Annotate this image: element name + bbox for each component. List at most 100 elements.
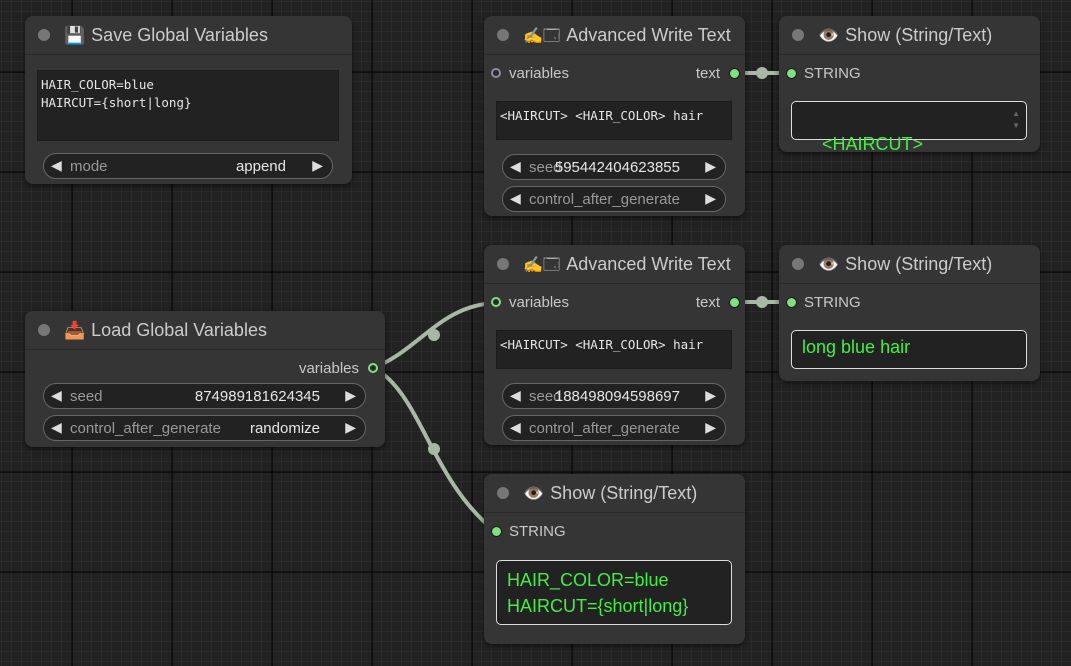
- node-load-global-variables[interactable]: 📥 Load Global Variables variables ◀ seed …: [25, 311, 385, 447]
- output-variables-label: variables: [298, 360, 359, 377]
- node-title: 📥 Load Global Variables: [64, 320, 267, 341]
- wire-load-to-write2: [372, 301, 497, 370]
- node-header[interactable]: 📥 Load Global Variables: [25, 311, 385, 350]
- writing-hand-icon: ✍️🗔: [523, 257, 561, 274]
- arrow-right-icon[interactable]: ▶: [345, 387, 356, 403]
- collapse-dot[interactable]: [792, 258, 804, 270]
- input-string-slot[interactable]: [786, 68, 797, 79]
- collapse-dot[interactable]: [38, 29, 50, 41]
- wire-midpoint-handle[interactable]: [756, 67, 768, 79]
- node-title-text: Advanced Write Text: [566, 25, 731, 45]
- output-text-slot[interactable]: [729, 297, 740, 308]
- input-string-slot[interactable]: [491, 526, 502, 537]
- node-title-text: Advanced Write Text: [566, 254, 731, 274]
- wire-midpoint-handle[interactable]: [428, 329, 440, 341]
- node-show-string-3[interactable]: 👁️ Show (String/Text) STRING HAIR_COLOR=b…: [484, 474, 745, 644]
- show-output-text[interactable]: HAIR_COLOR=blue HAIRCUT={short|long}: [496, 560, 732, 625]
- collapse-dot[interactable]: [792, 29, 804, 41]
- input-variables-slot[interactable]: [491, 297, 501, 307]
- collapse-dot[interactable]: [497, 29, 509, 41]
- seed-value: 595442404623855: [554, 159, 680, 176]
- input-string-label: STRING: [509, 523, 566, 540]
- node-title: 👁️ Show (String/Text): [818, 254, 992, 275]
- output-text-label: text: [695, 65, 720, 82]
- arrow-left-icon[interactable]: ◀: [51, 387, 62, 403]
- node-header[interactable]: ✍️🗔 Advanced Write Text: [484, 16, 745, 55]
- node-header[interactable]: 👁️Show (String/Text): [779, 16, 1040, 55]
- wire-midpoint-handle[interactable]: [756, 296, 768, 308]
- show-output-value: <HAIRCUT>: [822, 134, 924, 154]
- arrow-left-icon[interactable]: ◀: [510, 387, 521, 403]
- output-text-label: text: [695, 294, 720, 311]
- node-header[interactable]: 👁️ Show (String/Text): [779, 245, 1040, 284]
- eye-icon: 👁️: [523, 484, 545, 503]
- arrow-left-icon[interactable]: ◀: [510, 190, 521, 206]
- control-label: control_after_generate: [529, 420, 680, 437]
- node-show-string-2[interactable]: 👁️ Show (String/Text) STRING long blue ha…: [779, 245, 1040, 381]
- node-header[interactable]: 👁️ Show (String/Text): [484, 474, 745, 513]
- show-output-text[interactable]: long blue hair: [791, 330, 1027, 369]
- seed-label: seed: [529, 388, 562, 405]
- wire-midpoint-handle[interactable]: [428, 443, 440, 455]
- input-variables-slot[interactable]: [491, 68, 501, 78]
- node-title: ✍️🗔 Advanced Write Text: [523, 25, 731, 52]
- output-variables-slot[interactable]: [368, 363, 378, 373]
- node-advanced-write-text-2[interactable]: ✍️🗔 Advanced Write Text variables text <H…: [484, 245, 745, 445]
- node-advanced-write-text-1[interactable]: ✍️🗔Advanced Write Text variables text <H…: [484, 16, 745, 216]
- mode-label: mode: [70, 158, 108, 175]
- show-output-text[interactable]: <HAIRCUT> ▲▼: [791, 101, 1027, 154]
- input-variables-label: variables: [509, 294, 570, 311]
- arrow-right-icon[interactable]: ▶: [705, 387, 716, 403]
- arrow-left-icon[interactable]: ◀: [510, 158, 521, 174]
- arrow-left-icon[interactable]: ◀: [510, 419, 521, 435]
- eye-icon: 👁️: [818, 255, 840, 274]
- template-textarea[interactable]: <HAIRCUT> <HAIR_COLOR> hair: [496, 330, 732, 369]
- seed-number-widget[interactable]: ◀ seed 874989181624345 ▶: [43, 383, 366, 409]
- wire-load-to-show3: [372, 366, 498, 534]
- arrow-right-icon[interactable]: ▶: [345, 419, 356, 435]
- arrow-left-icon[interactable]: ◀: [51, 157, 62, 173]
- input-string-label: STRING: [804, 294, 861, 311]
- mode-value: append: [235, 158, 286, 175]
- collapse-dot[interactable]: [497, 258, 509, 270]
- node-header[interactable]: 💾Save Global Variables: [25, 16, 352, 55]
- node-title-text: Save Global Variables: [91, 25, 268, 45]
- node-title: 👁️Show (String/Text): [818, 25, 992, 46]
- control-label: control_after_generate: [70, 420, 221, 437]
- inbox-tray-icon: 📥: [64, 321, 86, 340]
- seed-value: 188498094598697: [554, 388, 680, 405]
- variables-textarea[interactable]: HAIR_COLOR=blue HAIRCUT={short|long}: [37, 70, 339, 141]
- seed-number-widget[interactable]: ◀ seed 188498094598697 ▶: [502, 383, 726, 409]
- node-title: 💾Save Global Variables: [64, 25, 268, 46]
- mode-combo[interactable]: ◀ mode append ▶: [43, 153, 333, 179]
- seed-number-widget[interactable]: ◀ seed 595442404623855 ▶: [502, 154, 726, 180]
- seed-value: 874989181624345: [194, 388, 320, 405]
- seed-label: seed: [70, 388, 103, 405]
- input-string-label: STRING: [804, 65, 861, 82]
- seed-label: seed: [529, 159, 562, 176]
- node-title-text: Show (String/Text): [550, 483, 698, 503]
- node-save-global-variables[interactable]: 💾Save Global Variables HAIR_COLOR=blue H…: [25, 16, 352, 184]
- arrow-right-icon[interactable]: ▶: [705, 190, 716, 206]
- control-after-generate-combo[interactable]: ◀ control_after_generate ▶: [502, 415, 726, 441]
- collapse-dot[interactable]: [497, 487, 509, 499]
- control-label: control_after_generate: [529, 191, 680, 208]
- node-show-string-1[interactable]: 👁️Show (String/Text) STRING <HAIRCUT> ▲▼: [779, 16, 1040, 154]
- arrow-left-icon[interactable]: ◀: [51, 419, 62, 435]
- node-title-text: Load Global Variables: [91, 320, 267, 340]
- writing-hand-icon: ✍️🗔: [523, 28, 561, 45]
- arrow-right-icon[interactable]: ▶: [705, 419, 716, 435]
- output-text-slot[interactable]: [729, 68, 740, 79]
- arrow-right-icon[interactable]: ▶: [705, 158, 716, 174]
- node-title: 👁️ Show (String/Text): [523, 483, 697, 504]
- arrow-right-icon[interactable]: ▶: [312, 157, 323, 173]
- control-after-generate-combo[interactable]: ◀ control_after_generate ▶: [502, 186, 726, 212]
- node-title-text: Show (String/Text): [845, 254, 993, 274]
- scroll-arrows-icon[interactable]: ▲▼: [1012, 109, 1020, 130]
- collapse-dot[interactable]: [38, 324, 50, 336]
- eye-icon: 👁️: [818, 26, 840, 45]
- input-string-slot[interactable]: [786, 297, 797, 308]
- control-after-generate-combo[interactable]: ◀ control_after_generate randomize ▶: [43, 415, 366, 441]
- node-header[interactable]: ✍️🗔 Advanced Write Text: [484, 245, 745, 284]
- template-textarea[interactable]: <HAIRCUT> <HAIR_COLOR> hair: [496, 101, 732, 140]
